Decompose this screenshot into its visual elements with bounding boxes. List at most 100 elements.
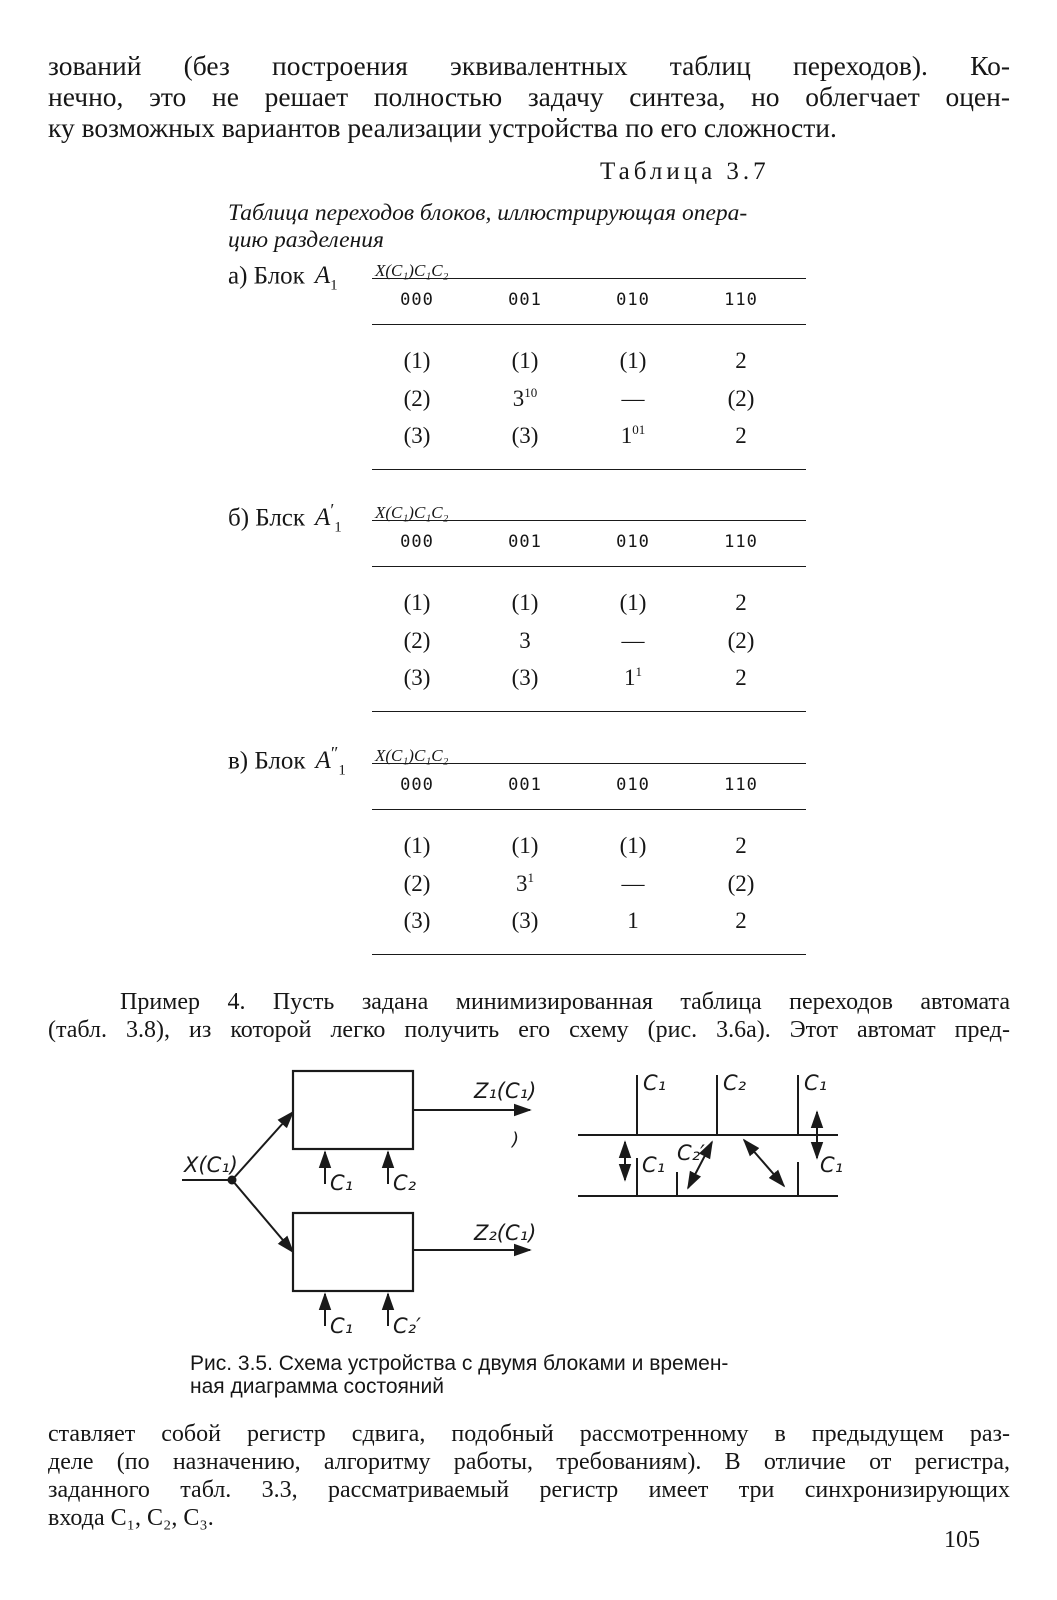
table-cell: 2 <box>706 908 776 934</box>
fig-output-2-label: Z₂(C₁) <box>473 1221 536 1245</box>
closing-line: заданного табл. 3.3, рассматриваемый рег… <box>48 1477 1010 1503</box>
cell-value: (3) <box>511 423 539 448</box>
table-cell: 2 <box>706 348 776 374</box>
cell-value: 3 <box>516 871 528 896</box>
cell-superscript: 01 <box>632 422 646 437</box>
table-cell: — <box>598 386 668 412</box>
branch-wire-top <box>231 1110 295 1181</box>
table-cell: (1) <box>490 348 560 374</box>
cell-value: (2) <box>403 628 431 653</box>
column-header: 001 <box>508 775 542 795</box>
table-cell: (3) <box>490 665 560 691</box>
input-rule <box>372 278 806 279</box>
closing-line: деле (по назначению, алгоритму работы, т… <box>48 1449 1010 1475</box>
column-header: 001 <box>508 532 542 552</box>
table-cell: (1) <box>382 833 452 859</box>
bottom-rule <box>372 469 806 470</box>
table-cell: 101 <box>598 423 668 449</box>
cell-superscript: 1 <box>635 664 643 679</box>
table-cell: (1) <box>382 348 452 374</box>
example-line: (табл. 3.8), из которой легко получить е… <box>48 1017 1010 1043</box>
table-cell: (2) <box>382 628 452 654</box>
cell-value: (1) <box>403 590 431 615</box>
table-title: Таблица переходов блоков, иллюстрирующая… <box>228 200 828 254</box>
table-cell: (3) <box>382 908 452 934</box>
table-cell: (1) <box>598 348 668 374</box>
table-cell: 11 <box>598 665 668 691</box>
closing-line: входа C₁, C₂, C₃. <box>48 1505 214 1531</box>
cell-value: (2) <box>727 386 755 411</box>
cell-value: — <box>621 871 645 896</box>
block-label-mark: ′ <box>330 500 335 520</box>
block-2 <box>291 1211 415 1293</box>
table-cell: — <box>598 628 668 654</box>
fig-b1-c1: C₁ <box>330 1171 353 1195</box>
cell-value: (2) <box>403 386 431 411</box>
table-title-line: Таблица переходов блоков, иллюстрирующая… <box>228 200 748 226</box>
table-cell: 2 <box>706 590 776 616</box>
cell-value: 1 <box>627 908 639 933</box>
cell-value: (3) <box>511 908 539 933</box>
block-label-prefix: а) Блок <box>228 262 305 290</box>
input-rule <box>372 520 806 521</box>
column-header: 010 <box>616 532 650 552</box>
intro-line: ку возможных вариантов реализации устрой… <box>48 112 837 143</box>
input-label: X(C₁)C₁C₂ <box>375 261 449 280</box>
fig-b2-c1: C₁ <box>330 1314 353 1338</box>
table-cell: (3) <box>490 908 560 934</box>
header-rule <box>372 809 806 810</box>
branch-wire-bottom <box>231 1179 295 1254</box>
table-cell: 1 <box>598 908 668 934</box>
header-rule <box>372 324 806 325</box>
cell-value: — <box>621 386 645 411</box>
column-header: 000 <box>400 775 434 795</box>
td-label-c2: C₂ <box>723 1071 747 1095</box>
cell-value: (1) <box>511 833 539 858</box>
td-label-c1-bottom: C₁ <box>642 1153 665 1177</box>
td-label-c1-right: C₁ <box>804 1071 827 1095</box>
example-line: Пример 4. Пусть задана минимизированная … <box>120 989 1010 1015</box>
table-cell: (1) <box>382 590 452 616</box>
fig-b2-c2p: C₂′ <box>393 1314 421 1338</box>
cell-value: (2) <box>727 628 755 653</box>
cell-value: 2 <box>735 665 747 690</box>
cell-value: 2 <box>735 423 747 448</box>
cell-value: (1) <box>403 833 431 858</box>
table-cell: 2 <box>706 833 776 859</box>
cell-value: (2) <box>403 871 431 896</box>
table-cell: 2 <box>706 665 776 691</box>
cell-value: (1) <box>511 590 539 615</box>
cell-value: 2 <box>735 908 747 933</box>
intro-line: нечно, это не решает полностью задачу си… <box>48 81 1010 112</box>
example-paragraph: Пример 4. Пусть задана минимизированная … <box>48 988 1010 1044</box>
closing-line: ставляет собой регистр сдвига, подобный … <box>48 1421 1010 1447</box>
td-label-c1: C₁ <box>643 1071 666 1095</box>
table-cell: (3) <box>382 423 452 449</box>
block-label-symbol: A <box>315 747 331 775</box>
column-header: 110 <box>724 775 758 795</box>
table-cell: (1) <box>598 833 668 859</box>
header-rule <box>372 566 806 567</box>
cell-value: 2 <box>735 590 747 615</box>
table-cell: 3 <box>490 628 560 654</box>
cell-value: 1 <box>620 423 633 448</box>
column-header: 000 <box>400 532 434 552</box>
table-cell: (3) <box>382 665 452 691</box>
cell-value: (3) <box>403 665 431 690</box>
cell-superscript: 1 <box>527 870 535 885</box>
cell-value: (1) <box>619 348 647 373</box>
transition-arrow-3 <box>742 1138 786 1188</box>
closing-paragraph: ставляет собой регистр сдвига, подобный … <box>48 1420 1010 1532</box>
block-1 <box>291 1069 415 1151</box>
table-cell: (3) <box>490 423 560 449</box>
column-header: 010 <box>616 290 650 310</box>
column-header: 110 <box>724 532 758 552</box>
table-cell: (2) <box>706 386 776 412</box>
figure-caption-line: Рис. 3.5. Схема устройства с двумя блока… <box>190 1352 729 1375</box>
fig-b1-c2: C₂ <box>393 1171 417 1195</box>
